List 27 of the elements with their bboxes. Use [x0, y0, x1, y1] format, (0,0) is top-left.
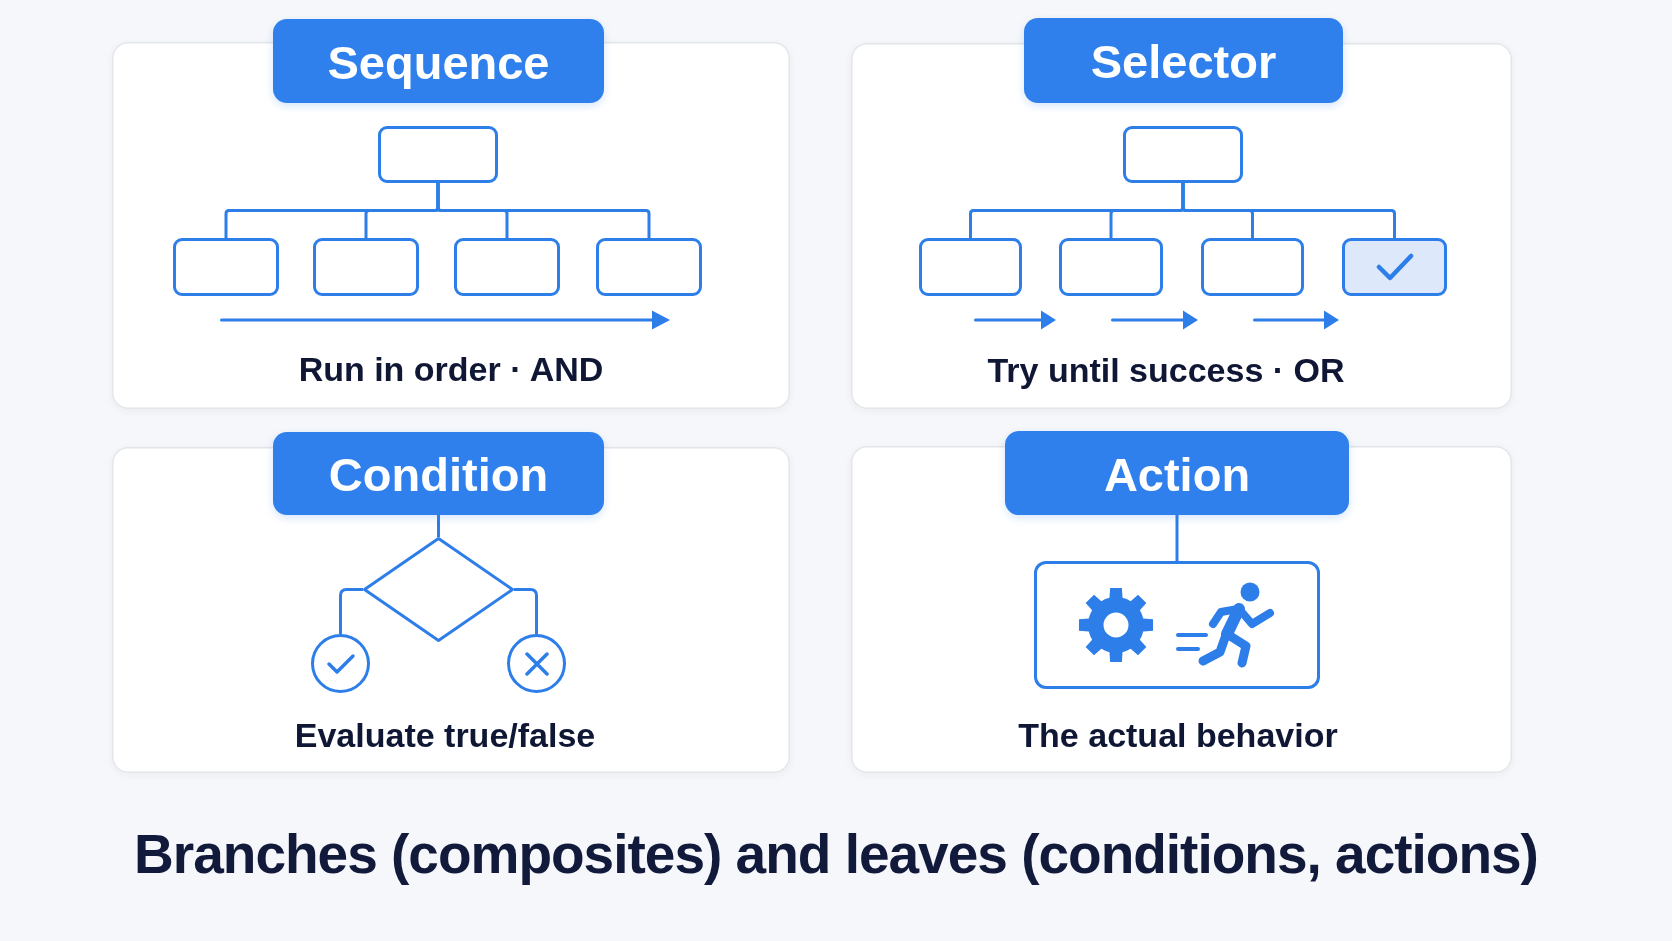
panel-caption: The actual behavior	[1018, 714, 1338, 756]
category-header: Sequence	[273, 19, 604, 103]
tree-node-box	[919, 238, 1022, 296]
panel-caption: Try until success · OR	[987, 349, 1345, 391]
tree-node-box	[1123, 126, 1243, 183]
connector-line	[436, 183, 651, 238]
category-header: Action	[1005, 431, 1349, 515]
tree-node-box	[1059, 238, 1163, 296]
panel-caption: Evaluate true/false	[294, 714, 596, 756]
highlighted-node-box	[1342, 238, 1447, 296]
tree-node-box	[454, 238, 560, 296]
tree-node-box	[173, 238, 279, 296]
category-header: Condition	[273, 432, 604, 515]
tree-node-box	[1201, 238, 1304, 296]
decision-diamond	[363, 537, 514, 642]
connector-line	[1181, 183, 1396, 238]
category-header: Selector	[1024, 18, 1343, 103]
diagram-title: Branches (composites) and leaves (conditions, actions)	[134, 823, 1538, 887]
panel-caption: Run in order · AND	[298, 348, 604, 390]
connector-line	[437, 515, 440, 537]
tree-node-box	[313, 238, 419, 296]
panel-card	[851, 43, 1512, 409]
connector-line	[1175, 515, 1179, 561]
panel-card	[112, 42, 790, 409]
tree-node-box	[378, 126, 498, 183]
action-box	[1034, 561, 1320, 689]
tree-node-box	[596, 238, 702, 296]
